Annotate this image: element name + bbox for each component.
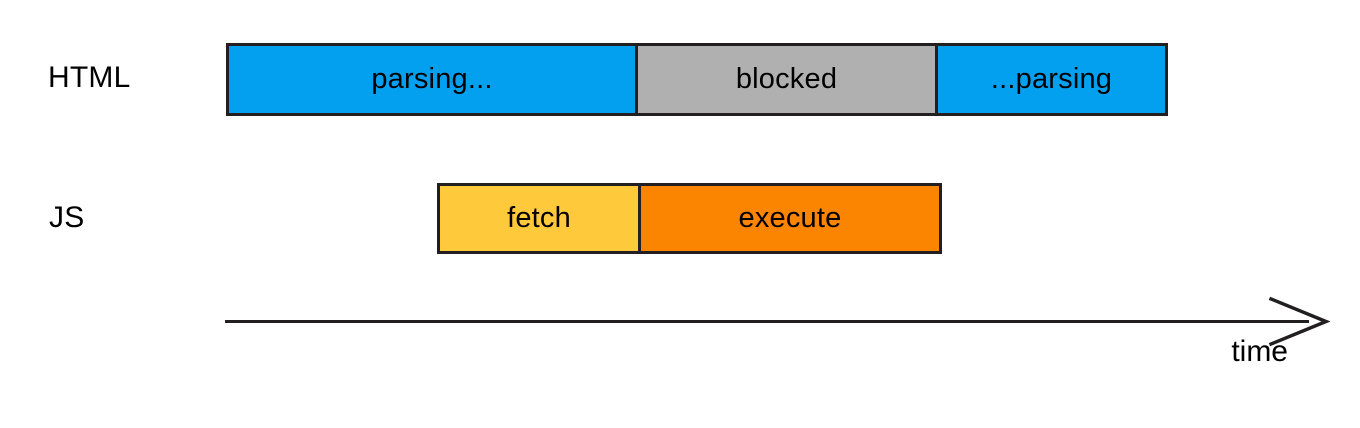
js-timeline-track: fetch execute	[437, 183, 942, 254]
time-axis-line	[225, 320, 1309, 323]
html-timeline-track: parsing... blocked ...parsing	[226, 43, 1168, 116]
segment-parsing-resume: ...parsing	[935, 43, 1168, 116]
segment-execute: execute	[638, 183, 942, 254]
html-row-label: HTML	[48, 61, 131, 94]
js-row-label: JS	[49, 201, 85, 234]
arrow-right-icon	[1268, 296, 1330, 348]
segment-parsing-start: parsing...	[226, 43, 638, 116]
segment-fetch: fetch	[437, 183, 641, 254]
segment-blocked: blocked	[635, 43, 938, 116]
time-axis-label: time	[1231, 335, 1288, 368]
